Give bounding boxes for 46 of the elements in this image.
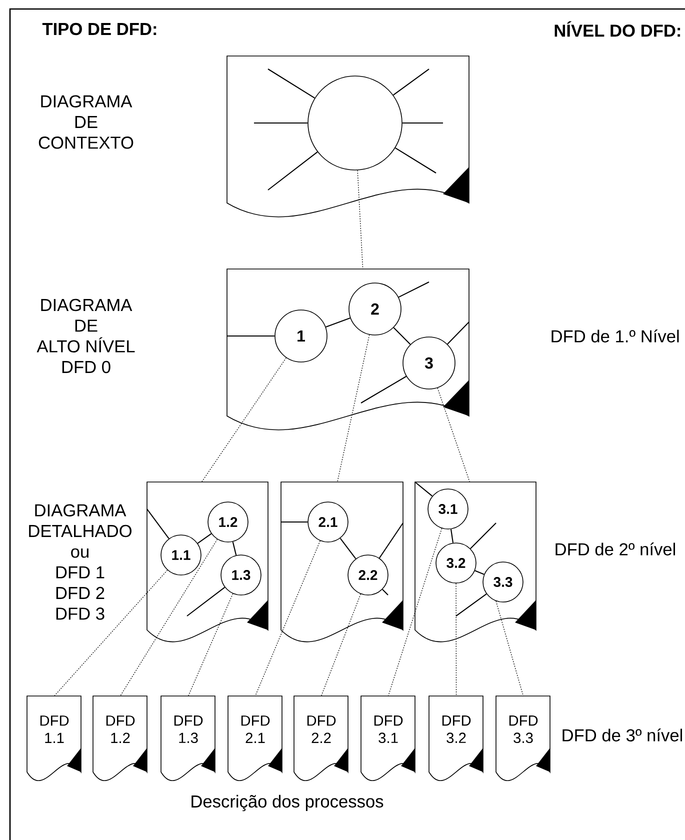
level-label: DFD de 1.º Nível [552,330,679,342]
diagram-type-label: DIAGRAMA DE CONTEXTO [38,95,134,149]
flow-line [474,570,484,575]
flow-line [402,122,443,124]
connector-line [388,528,442,696]
level-label: DFD de 2º nível [556,542,676,556]
flow-line [227,335,275,337]
flow-line [378,522,404,558]
flow-line [186,586,226,616]
flow-line [326,318,350,328]
flow-line [382,589,388,596]
flow-line [393,327,411,345]
diagram-type-label: DIAGRAMA DE ALTO NÍVEL DFD 0 [36,298,135,374]
heading: TIPO DE DFD: [42,22,156,36]
flow-line [268,152,318,190]
flow-line [232,542,237,556]
connector-line [496,600,524,696]
connector-line [357,170,364,270]
connector-line [456,583,457,696]
connector-line [337,334,370,482]
diagram-type-label: DIAGRAMA DETALHADO ou DFD 1 DFD 2 DFD 3 [29,504,132,620]
connector-line [120,539,218,696]
connector-line [201,358,286,482]
connector-line [437,388,470,482]
flow-line [447,322,470,344]
heading: NÍVEL DO DFD: [554,21,680,37]
connector-line [54,570,168,696]
flow-line [414,482,433,496]
flow-line [398,282,430,298]
process-circle [308,76,402,170]
flow-line [360,376,407,404]
connector-line [254,540,320,696]
flow-line [340,538,356,560]
caption: Descrição dos processos [192,794,384,812]
flow-line [268,68,315,98]
connector-line [320,594,361,696]
flow-line [456,594,487,616]
flow-line [146,508,170,539]
flow-line [392,68,430,96]
flow-line [395,147,436,174]
flow-line [450,529,454,543]
flow-line [281,521,308,523]
connector-line [188,593,234,696]
flow-line [197,533,212,544]
flow-line [254,122,308,124]
flow-line [470,522,496,549]
